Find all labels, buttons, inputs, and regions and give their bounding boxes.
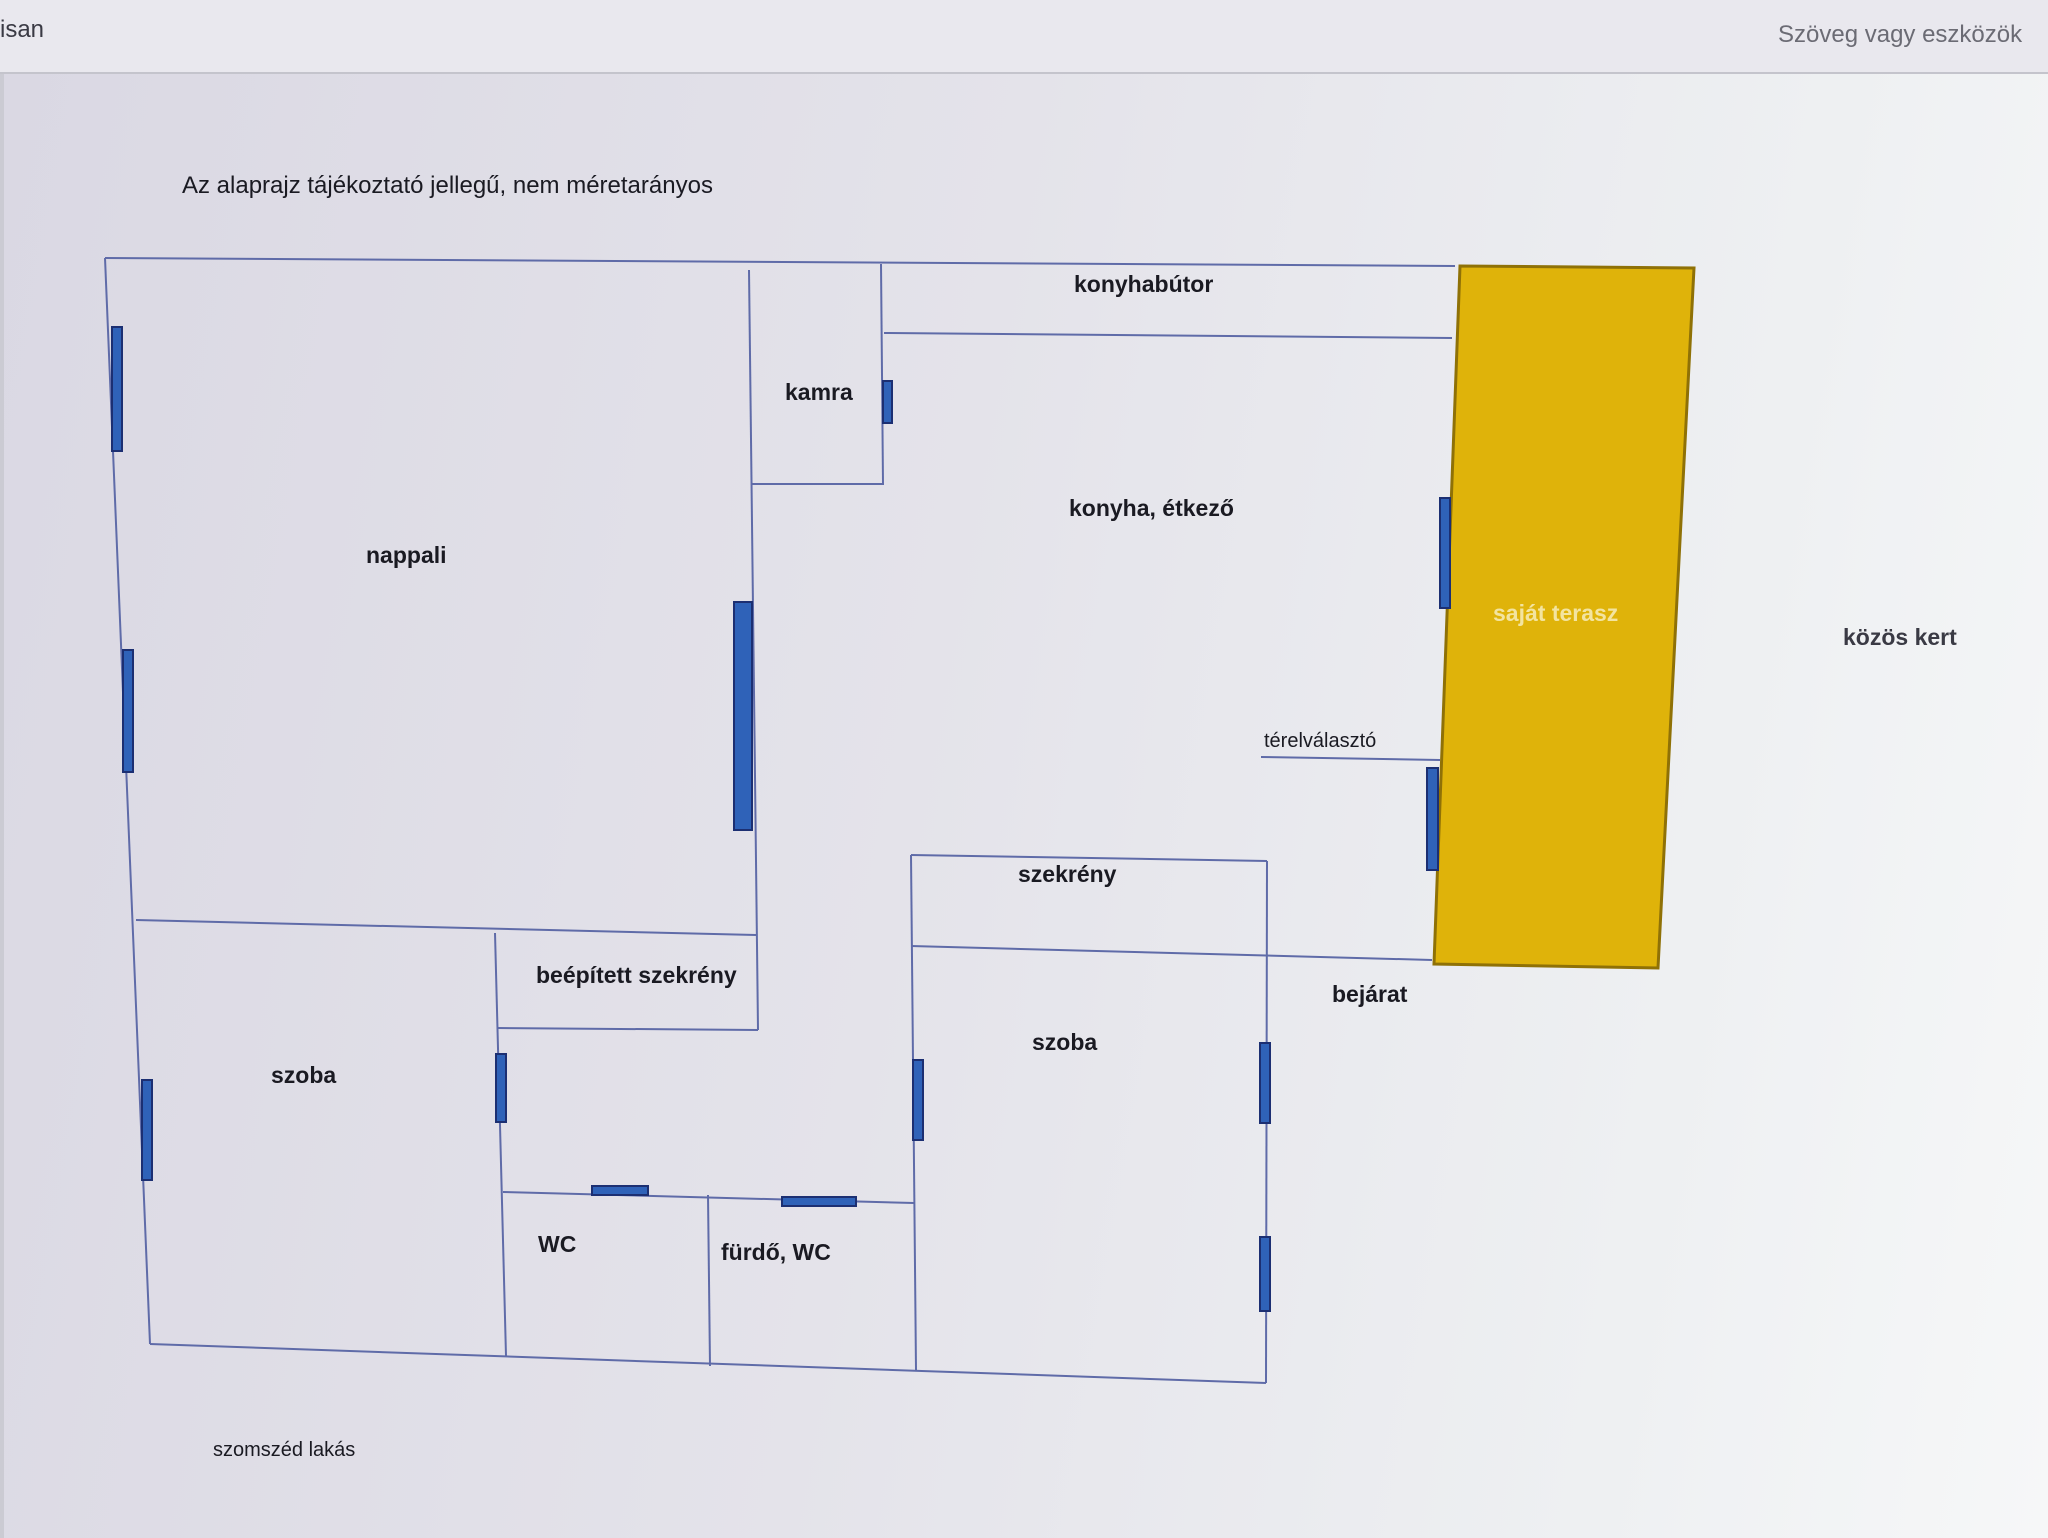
- door-terrace-1: [1439, 497, 1451, 609]
- room-label-szoba-left: szoba: [271, 1062, 336, 1088]
- room-label-szekreny: szekrény: [1018, 861, 1117, 887]
- wall-nappali-bottom: [135, 919, 757, 936]
- window-nappali-2: [122, 649, 134, 773]
- door-furdo: [781, 1196, 857, 1207]
- window-szoba-right-2: [1259, 1236, 1271, 1312]
- toolbar: isan: [0, 0, 2048, 74]
- garden-label: közös kert: [1843, 624, 1957, 650]
- label-szomszed-lakas: szomszéd lakás: [213, 1439, 355, 1461]
- door-szoba-left: [495, 1053, 507, 1123]
- window-szoba-right-1: [1259, 1042, 1271, 1124]
- search-input[interactable]: [1778, 18, 2048, 52]
- wall-szekreny-bottom-2: [910, 945, 1433, 961]
- wall-szoba-right: [494, 932, 507, 1357]
- wall-terelvalaszto: [1260, 756, 1441, 761]
- room-label-konyhabutor: konyhabútor: [1074, 271, 1213, 297]
- door-kamra: [882, 380, 893, 424]
- window-szoba-left: [141, 1079, 153, 1181]
- label-bejarat: bejárat: [1332, 981, 1408, 1007]
- plan-note: Az alaprajz tájékoztató jellegű, nem mér…: [182, 172, 713, 199]
- wall-nappali-right: [748, 269, 759, 1031]
- room-label-kamra: kamra: [785, 379, 853, 405]
- room-label-beepitett-szekreny: beépített szekrény: [536, 962, 737, 988]
- room-label-wc: WC: [538, 1231, 576, 1257]
- door-terrace-2: [1426, 767, 1439, 871]
- window-nappali-1: [111, 326, 123, 452]
- room-label-furdo: fürdő, WC: [721, 1239, 831, 1265]
- room-label-konyha: konyha, étkező: [1069, 495, 1234, 521]
- wall-szekreny-bottom: [496, 1027, 759, 1031]
- wall-bottom: [149, 1343, 1267, 1384]
- door-nappali: [733, 601, 753, 831]
- toolbar-left-text: isan: [0, 16, 45, 43]
- room-label-nappali: nappali: [366, 542, 447, 568]
- label-terelvalaszto: térelválasztó: [1264, 730, 1376, 752]
- door-wc: [591, 1185, 649, 1196]
- walls: [104, 257, 1456, 1384]
- terrace-label: saját terasz: [1493, 600, 1618, 626]
- room-label-szoba-right: szoba: [1032, 1029, 1097, 1055]
- terrace-area: [1432, 264, 1696, 970]
- document-page: [0, 74, 2048, 1538]
- doors: [111, 326, 1451, 1312]
- wall-szekreny-top: [910, 854, 1268, 862]
- wall-top: [104, 257, 1456, 267]
- wall-konyhabutor: [883, 332, 1453, 339]
- wall-wc-divider: [707, 1194, 711, 1367]
- door-szoba-right: [912, 1059, 924, 1141]
- wall-kamra-right: [880, 263, 884, 485]
